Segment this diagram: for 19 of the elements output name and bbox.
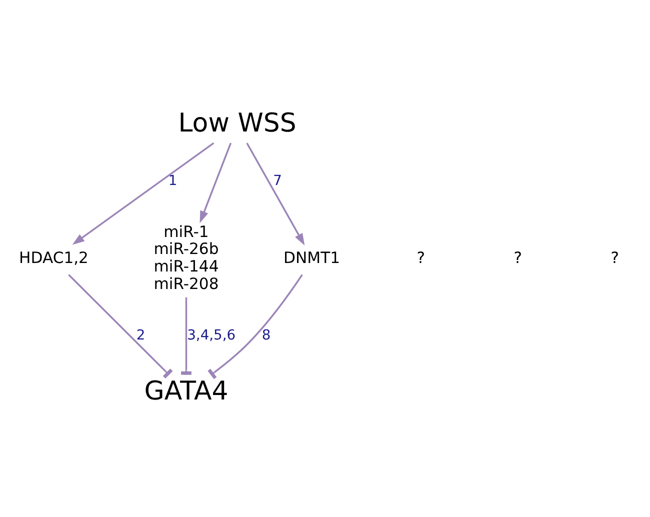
edge-label: 3,4,5,6 <box>187 326 236 343</box>
node-text: miR-1 miR-26b miR-144 miR-208 <box>154 222 219 292</box>
node-text: HDAC1,2 <box>19 248 88 266</box>
label: ? <box>610 248 620 266</box>
node-text: Low WSS <box>178 108 296 138</box>
connector <box>208 274 303 379</box>
edge-label: 1 <box>168 172 178 189</box>
edge-label: 7 <box>273 172 282 189</box>
connector <box>68 274 173 378</box>
label: ? <box>514 248 522 266</box>
node-text: GATA4 <box>144 376 228 406</box>
edge-label: 2 <box>136 326 146 343</box>
arrow <box>200 142 232 223</box>
edge-label: 8 <box>262 326 271 343</box>
node-text: DNMT1 <box>284 248 340 266</box>
label: ? <box>416 248 426 266</box>
arrow <box>246 142 305 246</box>
arrow <box>72 142 214 244</box>
connector <box>181 296 192 374</box>
